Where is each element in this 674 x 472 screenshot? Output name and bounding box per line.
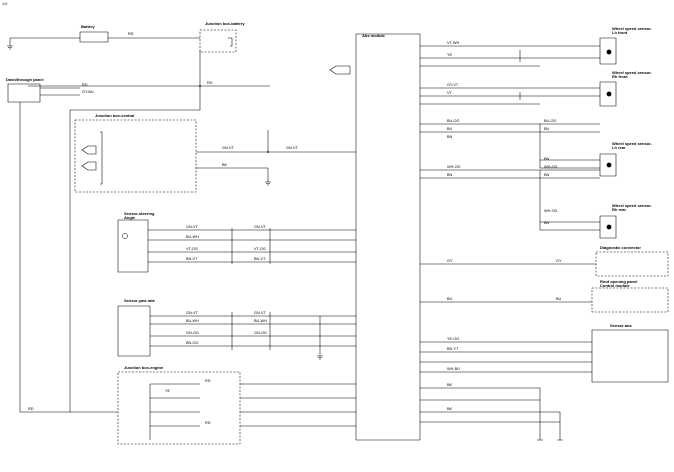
wire-label: WH-BU <box>447 367 460 371</box>
wss-rf-label: Wheel speed sensor- Rh front <box>612 70 653 80</box>
wire-label: GN-VT <box>286 146 298 150</box>
wire-label: GN-OG <box>186 331 199 335</box>
steering-angle-label: Sensor-steering Angle <box>124 211 155 221</box>
wire-label: BU-WH <box>186 319 199 323</box>
wire-label: BU-OG <box>544 119 557 123</box>
wire-label: BU-WH <box>186 235 199 239</box>
wire-label: GN-VT <box>254 225 266 229</box>
wire-label: YE <box>165 389 171 393</box>
yaw-rate-label: Sensor-yaw rate <box>124 298 155 303</box>
wire-label: YE <box>447 53 453 57</box>
wire-label: BK <box>447 383 453 387</box>
wire-label: BN <box>447 173 453 177</box>
wire-label: YE-OG <box>447 337 460 341</box>
wire-label: GN-VT <box>186 225 198 229</box>
jb-engine-label: Junction box-engine <box>124 365 164 370</box>
wire-label: VT-WH <box>447 41 460 45</box>
wire-label: BN-VT <box>254 257 266 261</box>
wire-label: BU-WH <box>254 319 267 323</box>
sensor-abs-label: Sensor-abs <box>610 323 632 328</box>
wire-label: VT <box>447 91 452 95</box>
wire-label: RD <box>128 32 134 36</box>
wire-label: BN <box>447 135 453 139</box>
wire-label: BU-OG <box>447 119 460 123</box>
jb-battery-label: Junction box-battery <box>205 21 245 26</box>
wire-label: GN-OG <box>254 331 267 335</box>
wss-lr-label: Wheel speed sensor- Lh rear <box>612 141 653 151</box>
wire-label: BK <box>447 407 453 411</box>
battery-label: Battery <box>81 24 95 29</box>
diag-conn-label: Diagnostic connector <box>600 245 641 250</box>
wire-label: GY-VT <box>447 83 459 87</box>
wire-label: RD <box>205 379 211 383</box>
wire-label: GN-VT <box>222 146 234 150</box>
wss-lf-label: Wheel speed sensor- Lh front <box>612 26 653 36</box>
jb-central-label: Junction box-central <box>95 113 135 118</box>
wire-label: GY-BU <box>82 90 94 94</box>
wire-label: BN <box>544 173 550 177</box>
wire-label: BN <box>544 221 550 225</box>
wire-label: VT-OG <box>254 247 266 251</box>
wire-label: WH-OG <box>447 165 461 169</box>
roof-panel-label: Roof opening panel Control module <box>600 279 638 289</box>
wss-rr-label: Wheel speed sensor- Rh rear <box>612 203 653 213</box>
wire-label: BU <box>556 297 562 301</box>
wire-label: VT-OG <box>186 247 198 251</box>
wire-label: WH-OG <box>544 209 558 213</box>
wire-label: BU <box>447 297 453 301</box>
wire-label: WH-OG <box>544 165 558 169</box>
wire-label: RD <box>82 83 88 87</box>
dash-panel-label: Dash/through panel <box>6 77 44 82</box>
wire-label: GN-VT <box>254 311 266 315</box>
wire-label: RD <box>28 407 34 411</box>
abs-module-label: Abs module <box>362 33 385 38</box>
wire-label: RD <box>207 81 213 85</box>
wire-label: BN-VT <box>186 257 198 261</box>
doc-ref: J=0 <box>2 2 8 6</box>
battery-symbol <box>79 31 109 43</box>
wire-label: BK <box>222 163 228 167</box>
wire-label: BN-OG <box>186 341 199 345</box>
wire-label: GY <box>447 259 453 263</box>
wire-label: RD <box>205 421 211 425</box>
wire-label: BN <box>544 157 550 161</box>
wire-label: GN-VT <box>186 311 198 315</box>
wire-label: GY <box>556 259 562 263</box>
wire-label: BN-YT <box>447 347 459 351</box>
wire-label: BU <box>544 127 550 131</box>
wire-label: BU <box>447 127 453 131</box>
